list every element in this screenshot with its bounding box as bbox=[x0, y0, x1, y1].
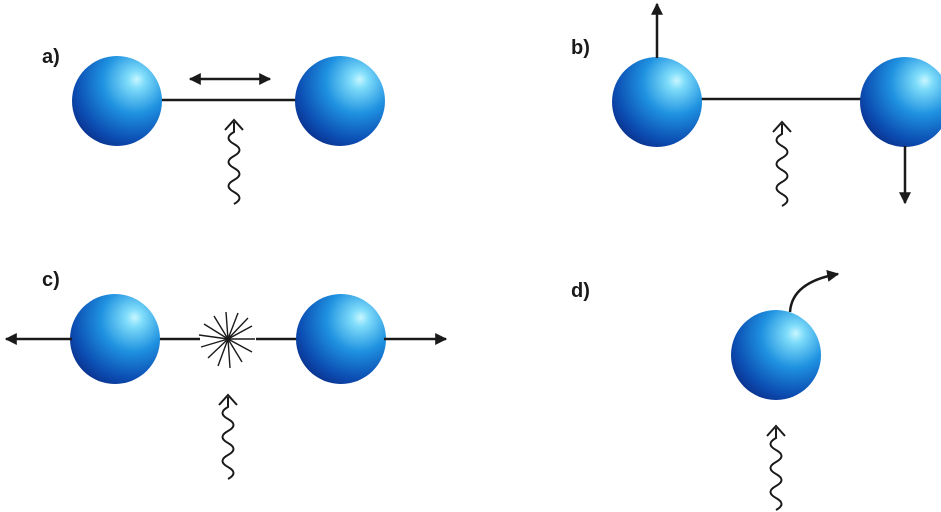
panel-d: d) bbox=[571, 269, 840, 511]
panel-b: b) bbox=[571, 2, 941, 207]
atom-sphere-right bbox=[296, 294, 386, 384]
curved-arrow-icon bbox=[788, 269, 840, 313]
atom-sphere-right bbox=[295, 56, 385, 146]
panel-c: c) bbox=[4, 269, 448, 480]
photon-wave-icon bbox=[766, 424, 786, 511]
panel-a: a) bbox=[42, 46, 385, 205]
atom-sphere-left bbox=[612, 57, 702, 147]
panel-d-label: d) bbox=[571, 280, 590, 302]
photon-wave-icon bbox=[218, 393, 238, 480]
atom-sphere-right bbox=[860, 57, 941, 147]
atom-sphere-left bbox=[70, 294, 160, 384]
photon-wave-icon bbox=[224, 118, 244, 205]
panel-c-label: c) bbox=[42, 269, 60, 291]
atom-sphere-left bbox=[72, 56, 162, 146]
panel-a-label: a) bbox=[42, 46, 60, 68]
atom-sphere bbox=[731, 310, 821, 400]
bond-break-starburst-icon bbox=[198, 311, 255, 369]
photon-wave-icon bbox=[772, 120, 792, 207]
panel-b-label: b) bbox=[571, 37, 590, 59]
